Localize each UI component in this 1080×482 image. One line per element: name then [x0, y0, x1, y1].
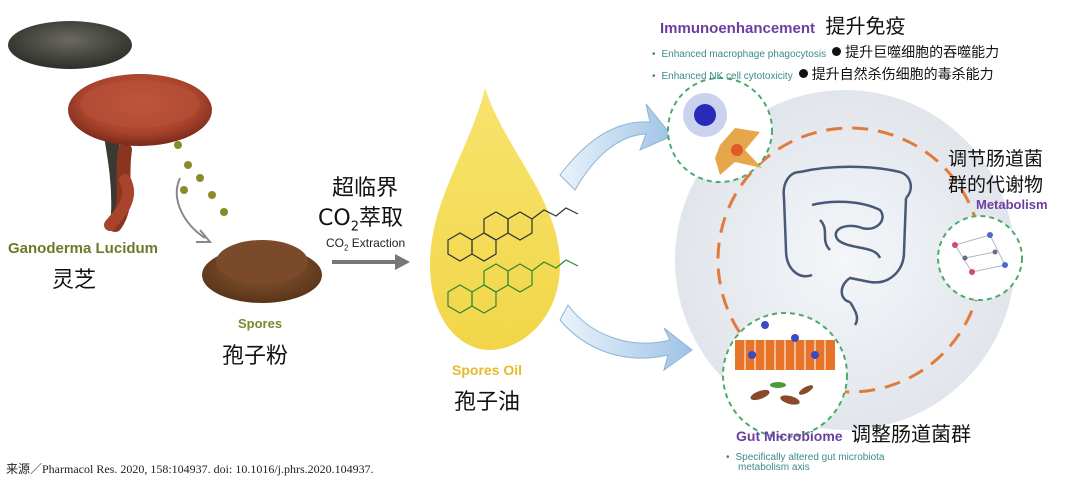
immune-cells-illustration [683, 93, 762, 175]
triterpene-structure-1 [447, 207, 579, 262]
gut-title-en: Gut Microbiome [736, 428, 843, 444]
metabolism-zh-line1: 调节肠道菌 [948, 148, 1044, 170]
immuno-title-zh: 提升免疫 [825, 14, 906, 38]
metabolism-circle [937, 215, 1023, 301]
co-text-en: CO [326, 236, 344, 250]
black-bullet-icon [798, 69, 808, 78]
bullet: • [652, 71, 656, 82]
extraction-title-line1: 超临界 [332, 176, 399, 201]
immuno-title: Immunoenhancement 提升免疫 [660, 10, 905, 39]
extraction-title-line2: CO2萃取 [318, 200, 403, 234]
extraction-label-en: CO2 Extraction [326, 236, 405, 252]
gut-title: Gut Microbiome 调整肠道菌群 [736, 418, 971, 447]
co-text: CO [318, 206, 351, 231]
immuno-title-en: Immunoenhancement [660, 20, 816, 37]
gut-villi-illustration [735, 321, 835, 405]
curve-arrowhead [196, 229, 213, 243]
intestine-illustration [782, 165, 913, 326]
oil-label-en: Spores Oil [452, 362, 523, 378]
black-bullet-icon [832, 47, 842, 56]
gut-title-zh: 调整肠道菌群 [851, 422, 972, 446]
gut-item-line1: Specifically altered gut microbiota [735, 452, 885, 463]
ganoderma-label-en: Ganoderma Lucidum [8, 240, 159, 257]
immuno-item-1: • Enhanced macrophage phagocytosis 提升巨噬细胞的… [652, 42, 999, 62]
metabolism-label-en: Metabolism [976, 197, 1048, 212]
oil-label-zh: 孢子油 [454, 390, 521, 415]
immuno-item-2: • Enhanced NK cell cytotoxicity 提升自然杀伤细胞的毒… [652, 64, 994, 84]
source-citation: 来源／Pharmacol Res. 2020, 158:104937. doi:… [6, 462, 374, 476]
gut-item-line2: metabolism axis [738, 462, 810, 473]
triterpene-structure-2 [447, 259, 579, 314]
extraction-zh-tail: 萃取 [358, 206, 403, 231]
spores-label-en: Spores [238, 316, 283, 331]
immuno-item-1-en: Enhanced macrophage phagocytosis [661, 49, 827, 60]
extraction-en-tail: Extraction [348, 236, 406, 250]
co-subscript: 2 [350, 219, 359, 235]
bullet: • [652, 49, 656, 60]
spore-powder-pile [202, 240, 322, 303]
oil-drop [430, 88, 560, 350]
ganoderma-label-zh: 灵芝 [52, 268, 97, 293]
ganoderma-illustration [8, 21, 212, 232]
arrow-to-immuno [559, 103, 673, 191]
co-subscript-en: 2 [344, 243, 349, 253]
metabolism-network [952, 232, 1008, 275]
spores-label-zh: 孢子粉 [222, 344, 289, 369]
immuno-item-2-zh: 提升自然杀伤细胞的毒杀能力 [811, 67, 994, 83]
metabolism-zh-line2: 群的代谢物 [948, 174, 1044, 196]
arrow-to-gut [559, 304, 693, 372]
extraction-arrow [332, 254, 410, 270]
falling-spores [174, 141, 228, 216]
bullet: • [726, 452, 730, 463]
gut-item: • Specifically altered gut microbiota [726, 447, 884, 465]
immuno-item-1-zh: 提升巨噬细胞的吞噬能力 [845, 45, 1000, 61]
immuno-item-2-en: Enhanced NK cell cytotoxicity [661, 71, 793, 82]
curve-arrow-to-spores [175, 177, 206, 239]
